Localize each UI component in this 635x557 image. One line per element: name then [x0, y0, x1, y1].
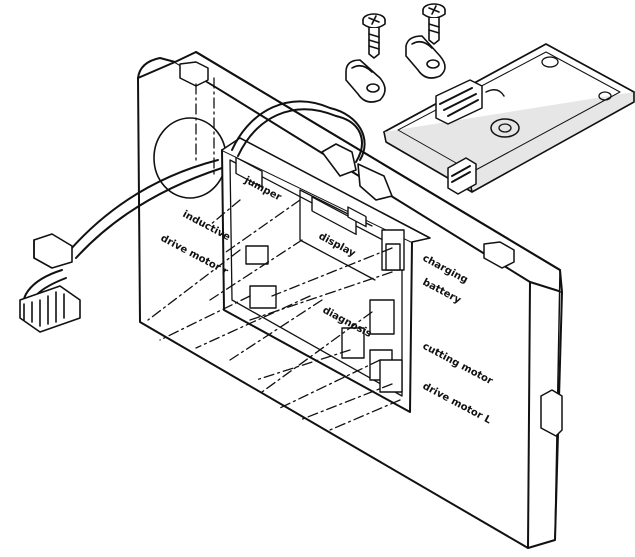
cable-clip-icon-2 — [405, 35, 446, 79]
screw-icon-1 — [362, 13, 386, 59]
connector-plug-icon — [19, 233, 81, 333]
screw-icon-2 — [422, 3, 446, 45]
board-connectors — [235, 156, 405, 393]
assembly-guide-lines — [147, 77, 401, 431]
cable-clip-icon — [321, 143, 393, 201]
cable-clip-icon-1 — [345, 59, 386, 103]
connector-drive-r — [245, 245, 269, 265]
connector-display-small — [347, 206, 367, 228]
connector-battery — [385, 243, 401, 271]
connector-diag-2 — [369, 299, 395, 335]
connector-display — [311, 196, 357, 236]
connector-drive-l — [379, 359, 403, 393]
circuit-board-icon — [383, 43, 635, 195]
wire-harness-icon — [22, 100, 366, 317]
connector-drive-r-2 — [249, 285, 277, 309]
connector-jumper — [235, 156, 263, 189]
